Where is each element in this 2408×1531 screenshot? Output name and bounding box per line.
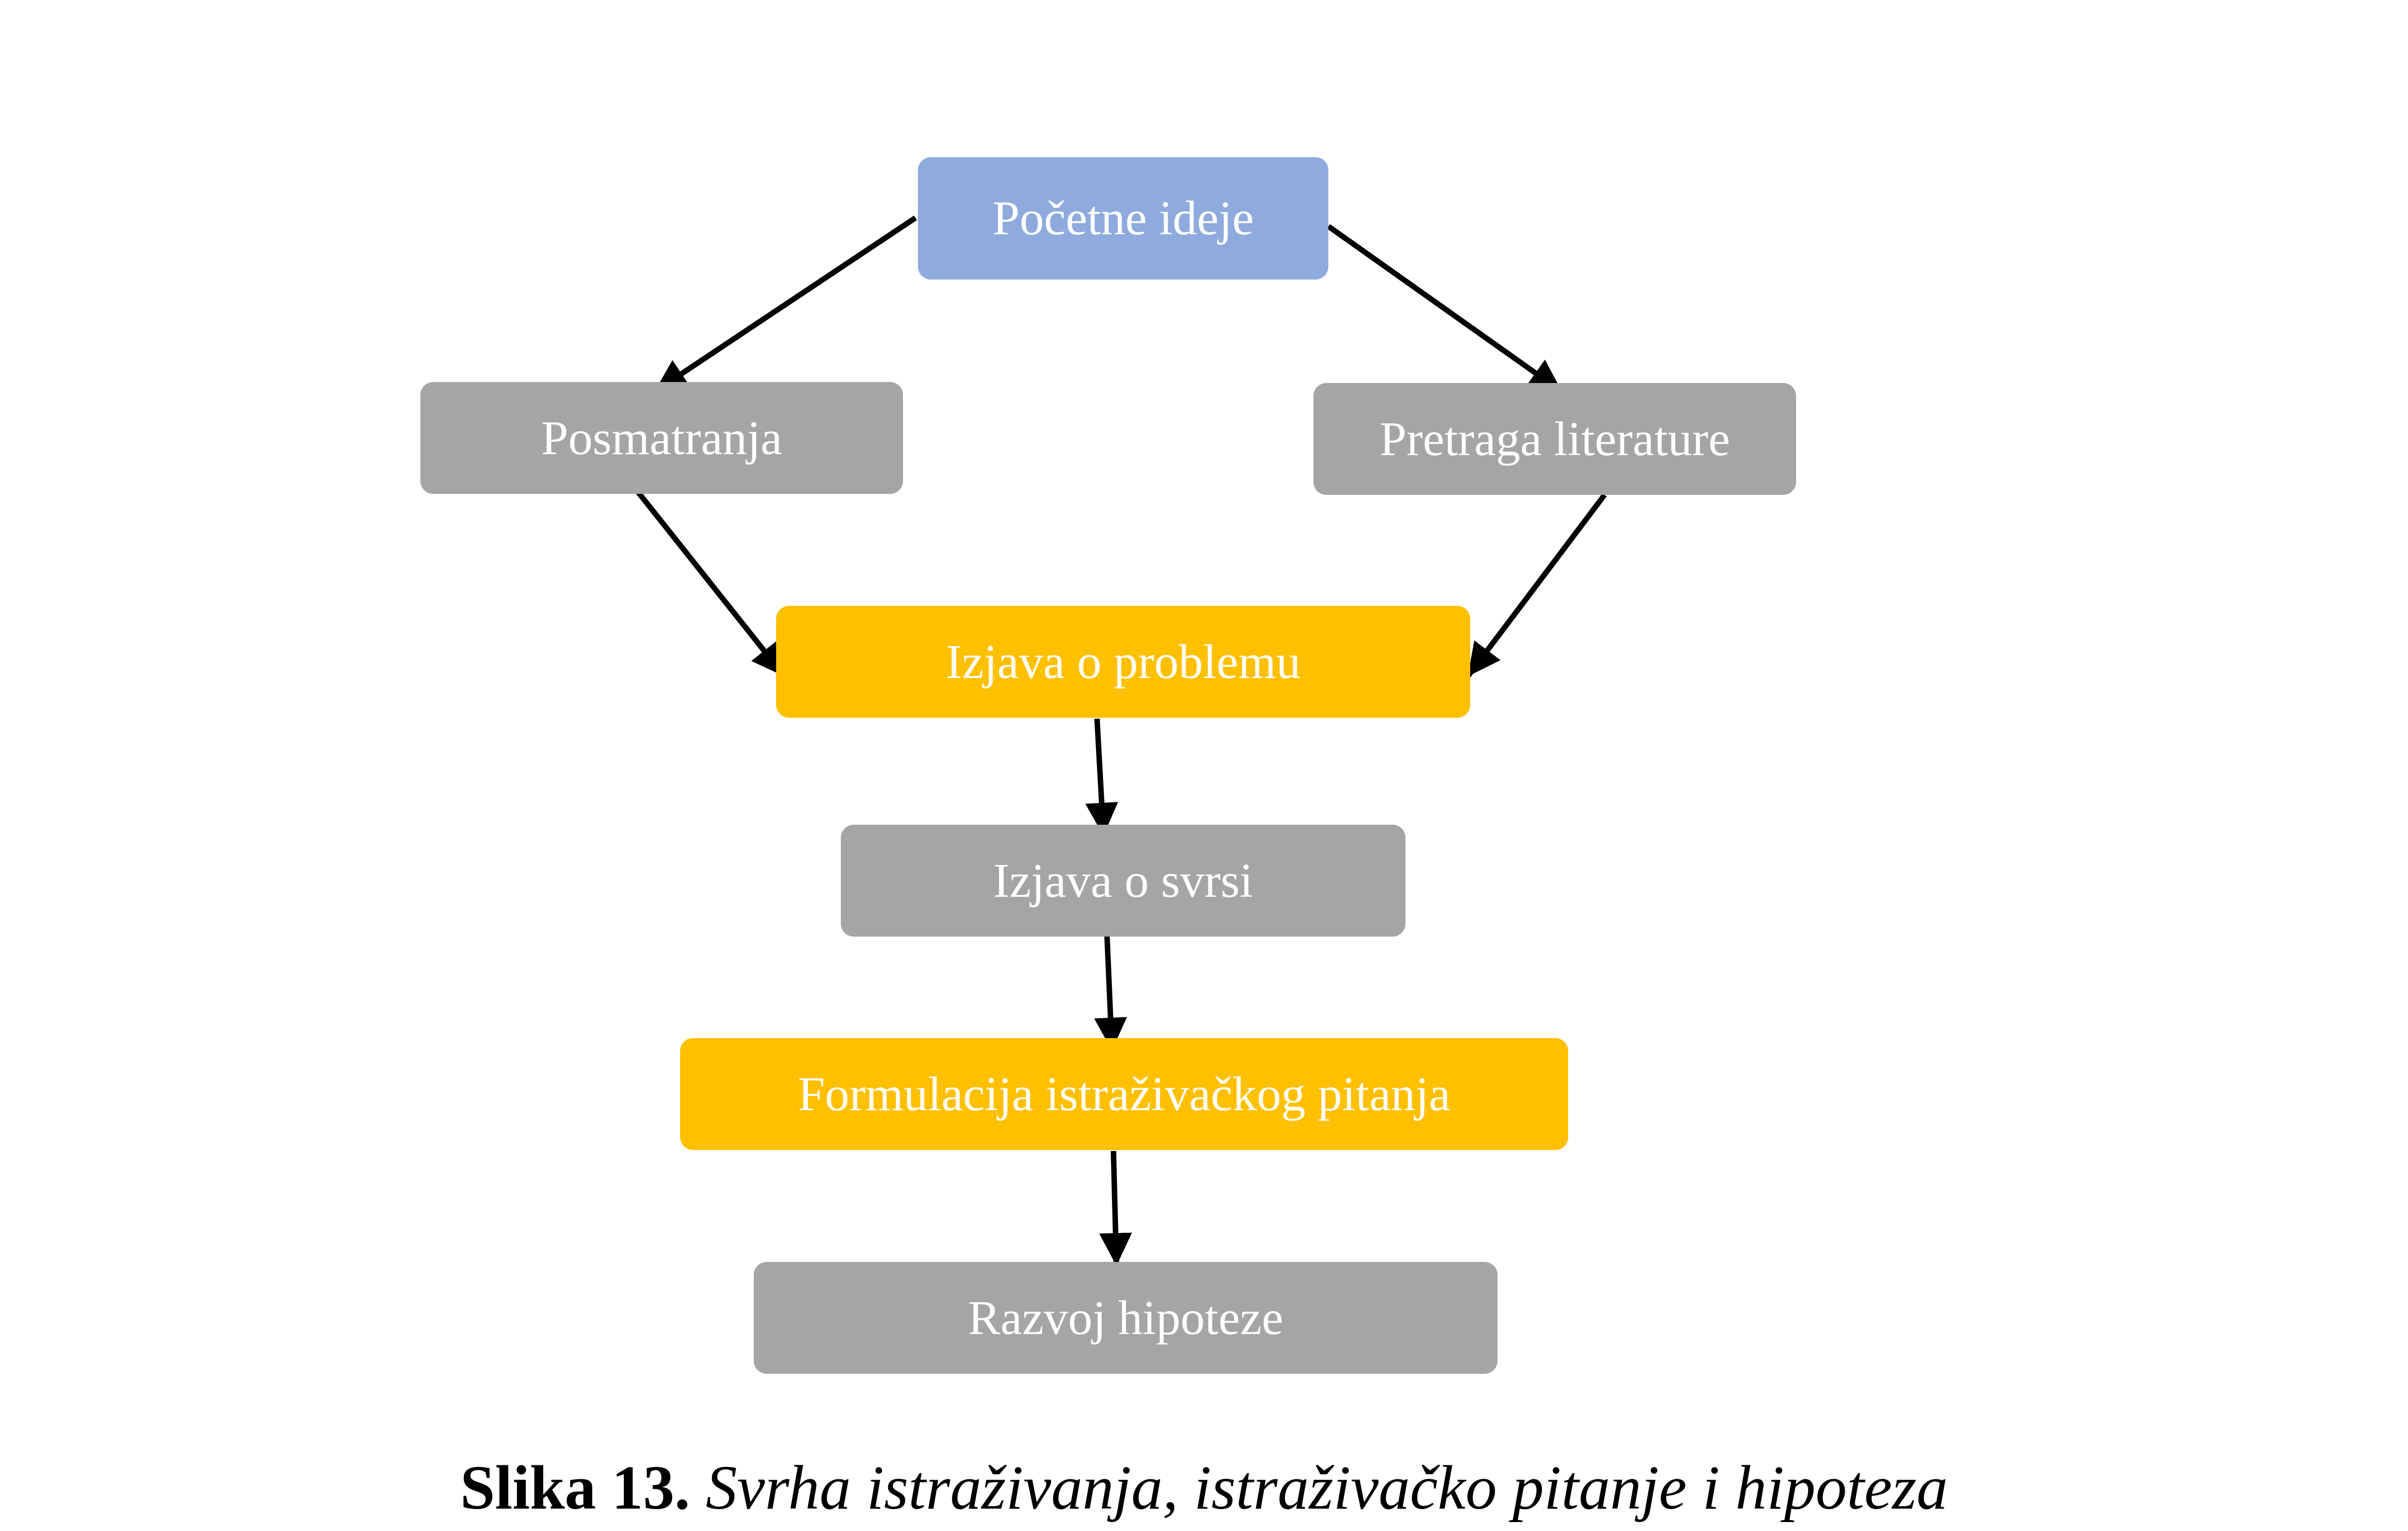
node-pretraga-literature-label: Pretraga literature (1379, 412, 1730, 466)
node-izjava-o-problemu-label: Izjava o problemu (946, 635, 1301, 689)
figure-caption: Slika 13. Svrha istraživanja, istraživač… (0, 1452, 2408, 1524)
arrow-izjava-o-problemu-to-izjava-o-svrsi (1085, 718, 1118, 836)
node-posmatranja: Posmatranja (420, 382, 903, 494)
arrow-formulacija-to-razvoj-hipoteze (1099, 1150, 1132, 1266)
arrow-pretraga-literature-to-izjava-o-problemu (1465, 493, 1607, 678)
arrow-pocetne-ideje-to-posmatranja (652, 215, 917, 394)
caption-label: Slika 13. (460, 1453, 691, 1523)
node-razvoj-hipoteze: Razvoj hipoteze (754, 1262, 1498, 1374)
node-razvoj-hipoteze-label: Razvoj hipoteze (968, 1291, 1284, 1345)
node-pocetne-ideje-label: Početne ideje (992, 191, 1254, 245)
node-pretraga-literature: Pretraga literature (1313, 383, 1796, 495)
node-formulacija-label: Formulacija istraživačkog pitanja (798, 1067, 1451, 1121)
caption-text: Svrha istraživanja, istraživačko pitanje… (705, 1453, 1948, 1523)
arrow-pocetne-ideje-to-pretraga-literature (1326, 224, 1564, 394)
arrow-izjava-o-svrsi-to-formulacija (1094, 935, 1127, 1051)
node-izjava-o-svrsi-label: Izjava o svrsi (993, 854, 1253, 908)
arrow-posmatranja-to-izjava-o-problemu (636, 490, 787, 678)
node-izjava-o-svrsi: Izjava o svrsi (841, 825, 1405, 937)
node-izjava-o-problemu: Izjava o problemu (776, 606, 1470, 718)
node-pocetne-ideje: Početne ideje (918, 157, 1328, 280)
node-formulacija-istrazivackog-pitanja: Formulacija istraživačkog pitanja (680, 1038, 1568, 1150)
node-posmatranja-label: Posmatranja (541, 411, 783, 465)
